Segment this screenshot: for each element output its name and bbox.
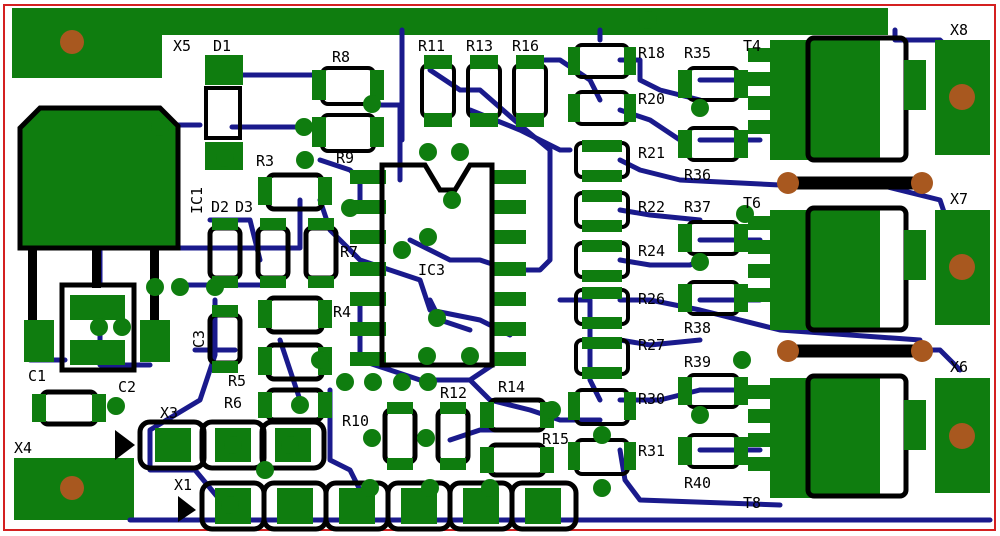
c-block xyxy=(59,282,137,373)
label-r10: R10 xyxy=(342,412,369,430)
label-r15: R15 xyxy=(542,430,569,448)
label-c1: C1 xyxy=(28,367,46,385)
label-r20: R20 xyxy=(638,90,665,108)
label-r38: R38 xyxy=(684,319,711,337)
label-r3: R3 xyxy=(256,152,274,170)
label-x4: X4 xyxy=(14,439,32,457)
copper-pours xyxy=(12,8,888,520)
label-r22: R22 xyxy=(638,198,665,216)
label-d3: D3 xyxy=(235,198,253,216)
label-r4: R4 xyxy=(333,303,351,321)
label-ic1: IC1 xyxy=(188,187,206,214)
label-r40: R40 xyxy=(684,474,711,492)
x3-header xyxy=(115,419,327,471)
label-x5: X5 xyxy=(173,37,191,55)
x1-header xyxy=(178,480,579,532)
label-d1: D1 xyxy=(213,37,231,55)
label-r18: R18 xyxy=(638,44,665,62)
label-r7: R7 xyxy=(340,243,358,261)
label-r30: R30 xyxy=(638,390,665,408)
heatsink-bridges xyxy=(783,176,929,358)
vias xyxy=(60,11,975,514)
label-r39: R39 xyxy=(684,353,711,371)
label-r16: R16 xyxy=(512,37,539,55)
label-r6: R6 xyxy=(224,394,242,412)
ic3 xyxy=(350,162,526,368)
label-r9: R9 xyxy=(336,149,354,167)
label-r21: R21 xyxy=(638,144,665,162)
component-labels: X5 D1 R8 R11 R13 R16 R18 R35 T4 X8 R20 R… xyxy=(14,21,968,512)
label-ic3: IC3 xyxy=(418,261,445,279)
label-r31: R31 xyxy=(638,442,665,460)
label-r36: R36 xyxy=(684,166,711,184)
label-t8: T8 xyxy=(743,494,761,512)
label-t6: T6 xyxy=(743,194,761,212)
label-x6: X6 xyxy=(950,358,968,376)
label-r14: R14 xyxy=(498,378,525,396)
label-c2: C2 xyxy=(118,378,136,396)
label-r13: R13 xyxy=(466,37,493,55)
label-x3: X3 xyxy=(160,404,178,422)
label-x1: X1 xyxy=(174,476,192,494)
label-c3: C3 xyxy=(190,330,208,348)
label-r12: R12 xyxy=(440,384,467,402)
label-t4: T4 xyxy=(743,37,761,55)
label-x8: X8 xyxy=(950,21,968,39)
label-r5: R5 xyxy=(228,372,246,390)
label-d2: D2 xyxy=(211,198,229,216)
label-r37: R37 xyxy=(684,198,711,216)
label-r35: R35 xyxy=(684,44,711,62)
label-r24: R24 xyxy=(638,242,665,260)
label-r11: R11 xyxy=(418,37,445,55)
label-r27: R27 xyxy=(638,336,665,354)
label-r8: R8 xyxy=(332,48,350,66)
label-x7: X7 xyxy=(950,190,968,208)
label-r26: R26 xyxy=(638,290,665,308)
